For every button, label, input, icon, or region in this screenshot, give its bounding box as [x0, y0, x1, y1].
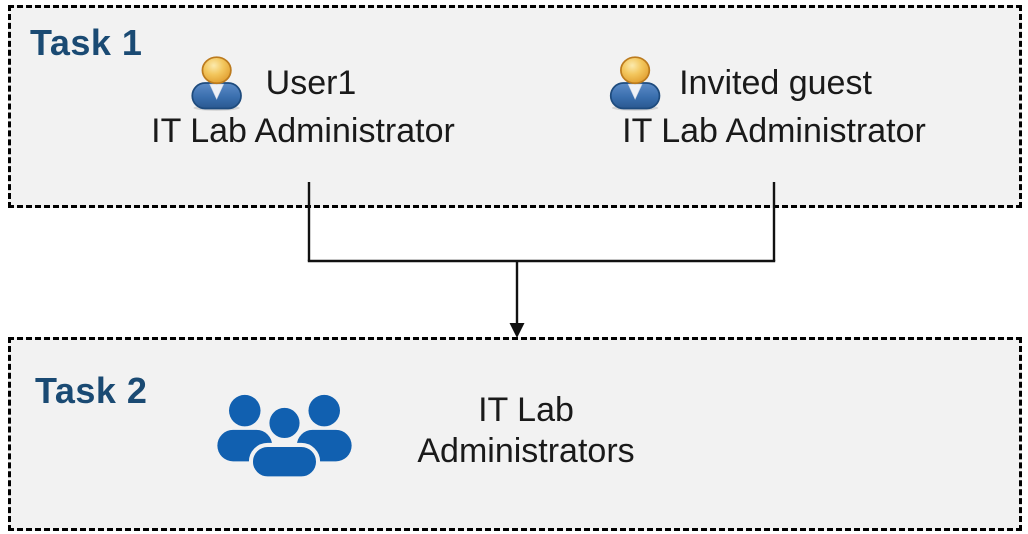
user1-role: IT Lab Administrator	[151, 112, 455, 150]
group-name-line2: Administrators	[417, 432, 635, 470]
people-group-icon	[216, 392, 353, 480]
person-bust-icon	[606, 54, 664, 112]
task1-label: Task 1	[30, 22, 143, 63]
group-name-line1: IT Lab	[478, 391, 574, 429]
task2-box	[8, 337, 1022, 531]
user1-name: User1	[265, 63, 357, 102]
user-node-user1: User1	[188, 54, 357, 112]
task1-box	[8, 5, 1022, 208]
task2-label: Task 2	[35, 370, 148, 411]
person-bust-icon	[188, 54, 246, 112]
guest-role: IT Lab Administrator	[622, 112, 926, 150]
user-node-invited-guest: Invited guest	[606, 54, 872, 112]
guest-name: Invited guest	[679, 63, 872, 102]
group-name: IT Lab Administrators	[417, 390, 634, 472]
